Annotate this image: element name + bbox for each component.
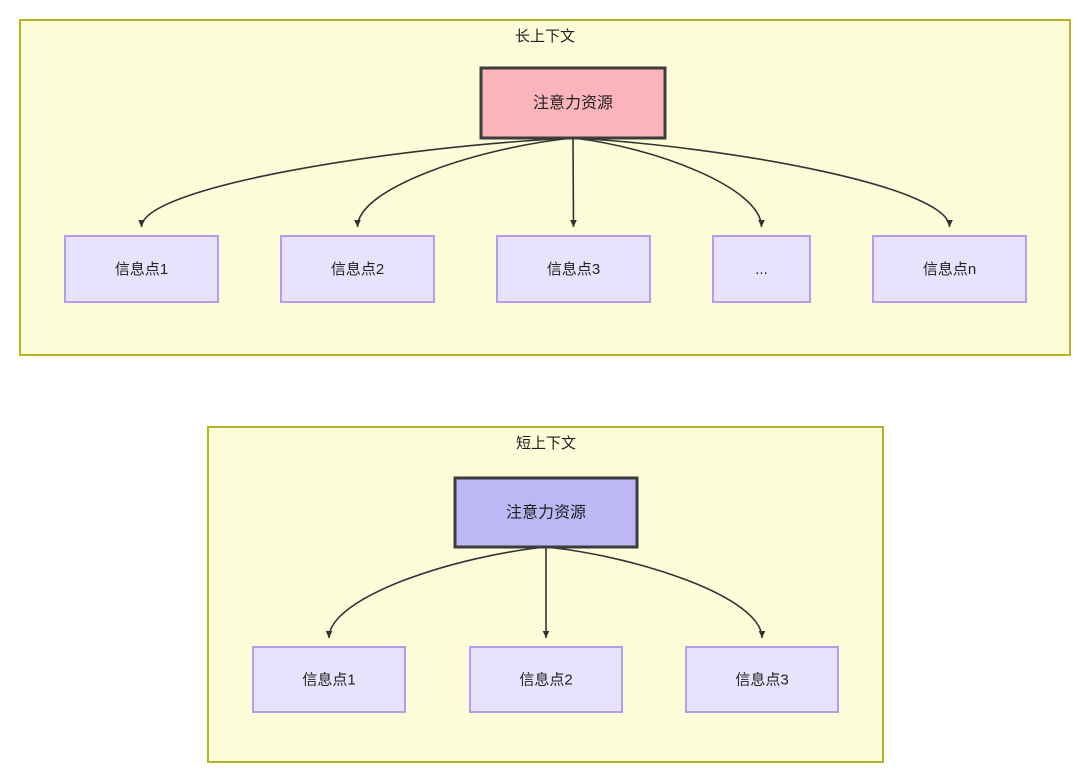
- node-info-1[interactable]: 信息点1: [64, 235, 219, 303]
- node-info-2[interactable]: 信息点2: [280, 235, 435, 303]
- edge-attention-resource-short-to-s-info-3: [545, 546, 766, 639]
- edge-attention-resource-short-to-s-info-1: [325, 546, 547, 639]
- edge-attention-resource-long-to-info-ellipsis: [572, 137, 765, 228]
- node-label-attention-resource-short: 注意力资源: [506, 503, 586, 522]
- node-s-info-3[interactable]: 信息点3: [685, 646, 839, 713]
- node-box-info-ellipsis[interactable]: [712, 235, 811, 303]
- panel-title-long-context: 长上下文: [515, 28, 575, 45]
- node-box-info-2[interactable]: [280, 235, 435, 303]
- node-info-3[interactable]: 信息点3: [496, 235, 651, 303]
- node-box-attention-resource-long[interactable]: [479, 66, 667, 140]
- panel-title-short-context: 短上下文: [516, 435, 576, 452]
- node-label-info-ellipsis: ...: [755, 261, 768, 278]
- node-info-ellipsis[interactable]: ...: [712, 235, 811, 303]
- node-box-s-info-2[interactable]: [469, 646, 623, 713]
- node-box-info-1[interactable]: [64, 235, 219, 303]
- node-box-attention-resource-short[interactable]: [453, 476, 639, 549]
- node-label-s-info-1: 信息点1: [302, 671, 355, 688]
- node-info-n[interactable]: 信息点n: [872, 235, 1027, 303]
- edge-attention-resource-long-to-info-2: [354, 137, 574, 228]
- node-box-s-info-3[interactable]: [685, 646, 839, 713]
- edge-attention-resource-long-to-info-1: [138, 137, 574, 228]
- node-s-info-2[interactable]: 信息点2: [469, 646, 623, 713]
- edges-long-context: [138, 137, 953, 228]
- node-label-s-info-3: 信息点3: [735, 671, 788, 688]
- node-attention-resource-long[interactable]: 注意力资源: [479, 66, 667, 140]
- node-box-s-info-1[interactable]: [252, 646, 406, 713]
- node-label-s-info-2: 信息点2: [519, 671, 572, 688]
- node-label-info-2: 信息点2: [331, 261, 384, 278]
- node-box-info-3[interactable]: [496, 235, 651, 303]
- node-label-attention-resource-long: 注意力资源: [533, 93, 613, 112]
- edge-attention-resource-long-to-info-3: [570, 137, 577, 228]
- node-attention-resource-short[interactable]: 注意力资源: [453, 476, 639, 549]
- node-label-info-3: 信息点3: [547, 261, 600, 278]
- node-label-info-n: 信息点n: [923, 261, 976, 278]
- node-label-info-1: 信息点1: [115, 261, 168, 278]
- node-box-info-n[interactable]: [872, 235, 1027, 303]
- edges-short-context: [325, 546, 766, 639]
- node-s-info-1[interactable]: 信息点1: [252, 646, 406, 713]
- edge-attention-resource-long-to-info-n: [572, 137, 953, 228]
